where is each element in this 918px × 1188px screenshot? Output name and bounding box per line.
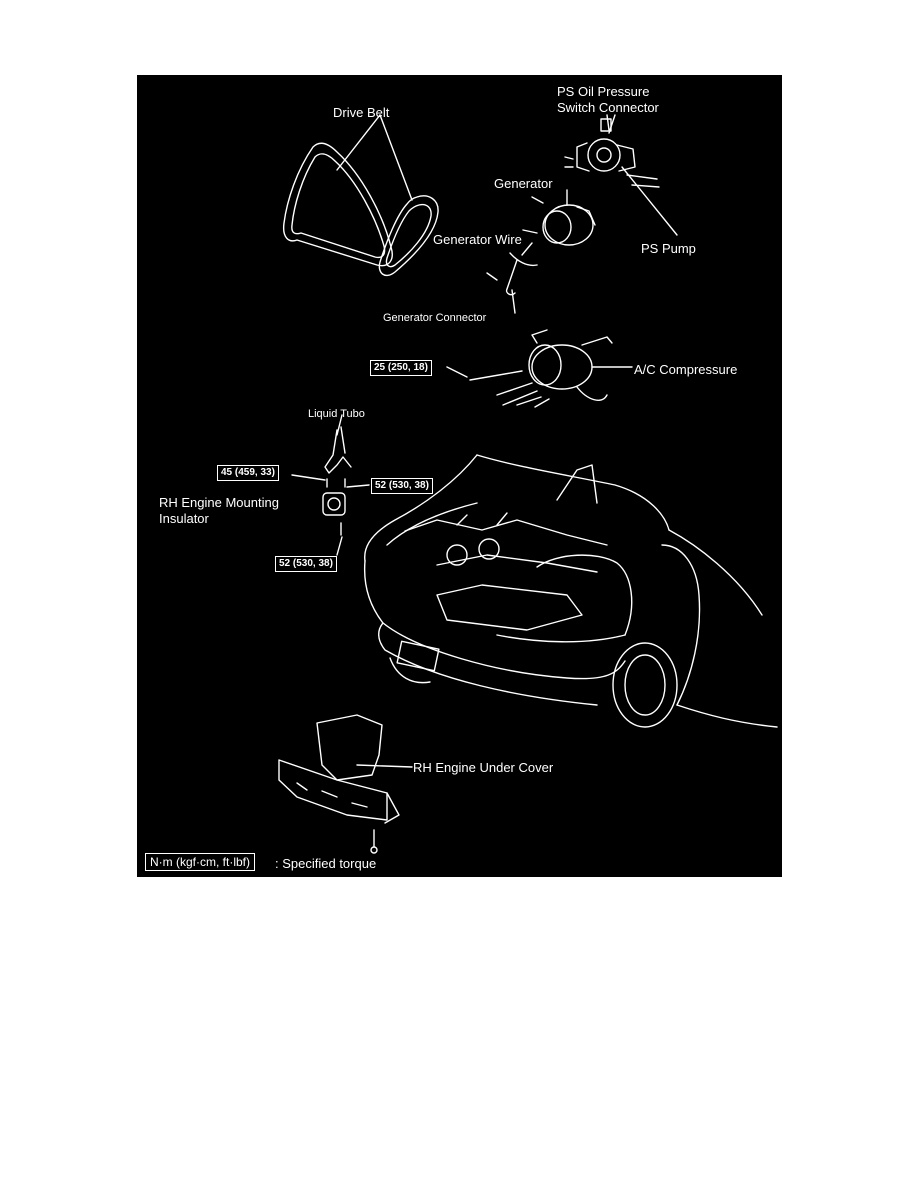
ps-pump: [564, 114, 660, 188]
torque-mount-upper-right: 52 (530, 38): [371, 478, 433, 494]
generator-connector-label: Generator Connector: [383, 312, 487, 324]
ac-compressor: [469, 329, 613, 408]
ps-connector-leader: [608, 114, 616, 134]
liquid-tube-label: Liquid Tubo: [308, 408, 365, 420]
vehicle-front: [363, 454, 778, 728]
compressor-bolt-leader: [446, 366, 468, 378]
ac-compressor-label: A/C Compressure: [634, 362, 738, 377]
torque-mount-upper-left: 45 (459, 33): [217, 465, 279, 481]
generator-unit: [486, 196, 596, 296]
mount-lower-leader: [336, 536, 343, 556]
ps-oil-pressure-label-line1: PS Oil Pressure: [557, 84, 650, 99]
exploded-diagram: Drive Belt PS Oil Pressure Switch Connec…: [137, 75, 782, 877]
liquid-tube-leader: [336, 414, 343, 436]
rh-engine-mounting-label-line1: RH Engine Mounting: [159, 495, 279, 510]
torque-mount-lower: 52 (530, 38): [275, 556, 337, 572]
generator-connector-leader: [511, 289, 516, 314]
mount-upper-left-leader: [291, 474, 326, 481]
rh-engine-mounting-label-line2: Insulator: [159, 511, 209, 526]
ps-oil-pressure-label-line2: Switch Connector: [557, 100, 659, 115]
drive-belt-label: Drive Belt: [333, 105, 390, 120]
rh-engine-under-cover: [278, 714, 400, 854]
drive-belt-right: [378, 195, 439, 277]
drive-belt-leader-2: [379, 114, 413, 201]
drive-belt-left: [282, 142, 393, 267]
drive-belt-leader-1: [336, 114, 381, 171]
generator-label: Generator: [494, 176, 553, 191]
generator-wire-label: Generator Wire: [433, 232, 522, 247]
under-cover-leader: [356, 764, 413, 768]
torque-compressor-bolt: 25 (250, 18): [370, 360, 432, 376]
rh-engine-under-cover-label: RH Engine Under Cover: [413, 760, 554, 775]
ps-pump-leader: [621, 166, 678, 236]
ps-pump-label: PS Pump: [641, 241, 696, 256]
rh-engine-mount: [322, 426, 352, 536]
torque-unit-legend: N·m (kgf·cm, ft·lbf): [145, 853, 255, 871]
generator-wire-leader: [521, 242, 533, 256]
diagram-artwork: [278, 114, 778, 854]
mount-upper-right-leader: [346, 484, 370, 488]
specified-torque-legend: : Specified torque: [275, 856, 377, 871]
